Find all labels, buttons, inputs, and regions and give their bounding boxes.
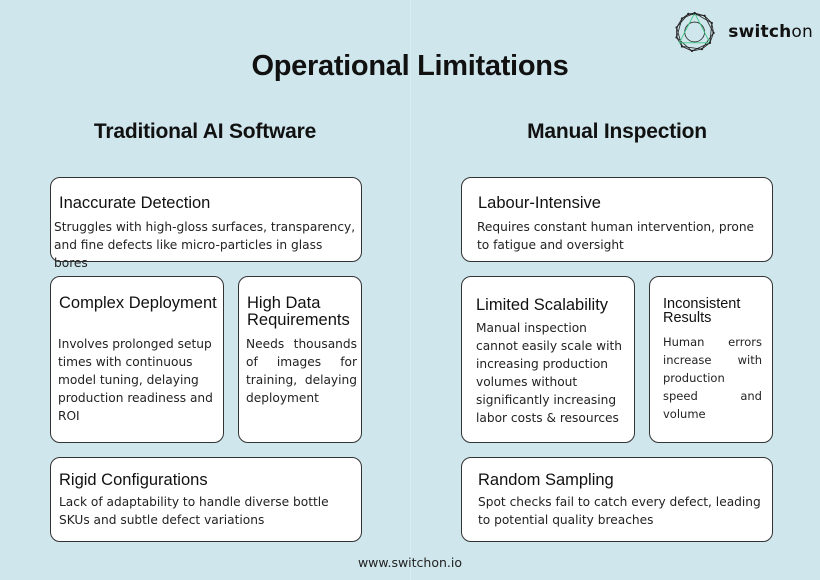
card-body: Struggles with high-gloss surfaces, tran… — [54, 220, 356, 270]
card-body: Manual inspection cannot easily scale wi… — [476, 321, 623, 425]
page-title: Operational Limitations — [251, 50, 569, 82]
card-complex-deployment: Complex Deployment Involves prolonged se… — [50, 276, 224, 443]
brand-name-light: on — [791, 22, 813, 42]
card-title: Inconsistent Results — [663, 296, 741, 326]
card-body: Lack of adaptability to handle diverse b… — [59, 495, 329, 527]
footer-url[interactable]: www.switchon.io — [357, 555, 463, 570]
center-divider — [410, 0, 411, 580]
brand-name: switchon — [728, 22, 813, 42]
card-inconsistent-results: Inconsistent Results Human errors increa… — [649, 276, 773, 443]
column-heading-manual-inspection: Manual Inspection — [527, 120, 707, 143]
card-body: Spot checks fail to catch every defect, … — [478, 495, 761, 527]
card-title: Complex Deployment — [59, 294, 217, 312]
card-inaccurate-detection: Inaccurate Detection Struggles with high… — [50, 177, 362, 270]
brand-name-bold: switch — [728, 22, 792, 42]
card-title: Inaccurate Detection — [59, 194, 211, 212]
card-limited-scalability: Limited Scalability Manual inspection ca… — [461, 276, 635, 443]
card-high-data-requirements: High Data Requirements Needs thousands o… — [238, 276, 362, 443]
card-body: Involves prolonged setup times with cont… — [58, 337, 213, 423]
polygon-star-icon — [675, 11, 715, 53]
card-body: Human errors increase with production sp… — [663, 335, 762, 421]
card-title: Labour-Intensive — [478, 194, 601, 212]
card-title: Rigid Configurations — [59, 471, 208, 489]
card-body: Needs thousands of images for training, … — [246, 337, 357, 405]
brand-logo[interactable]: switchon — [673, 8, 813, 56]
card-body: Requires constant human intervention, pr… — [477, 220, 755, 252]
card-random-sampling: Random Sampling Spot checks fail to catc… — [461, 457, 773, 542]
card-title: Limited Scalability — [476, 296, 609, 314]
column-heading-traditional-ai: Traditional AI Software — [93, 120, 317, 143]
card-labour-intensive: Labour-Intensive Requires constant human… — [461, 177, 773, 262]
card-title: Random Sampling — [478, 471, 614, 489]
card-rigid-configurations: Rigid Configurations Lack of adaptabilit… — [50, 457, 362, 542]
card-title: High Data Requirements — [247, 294, 350, 329]
